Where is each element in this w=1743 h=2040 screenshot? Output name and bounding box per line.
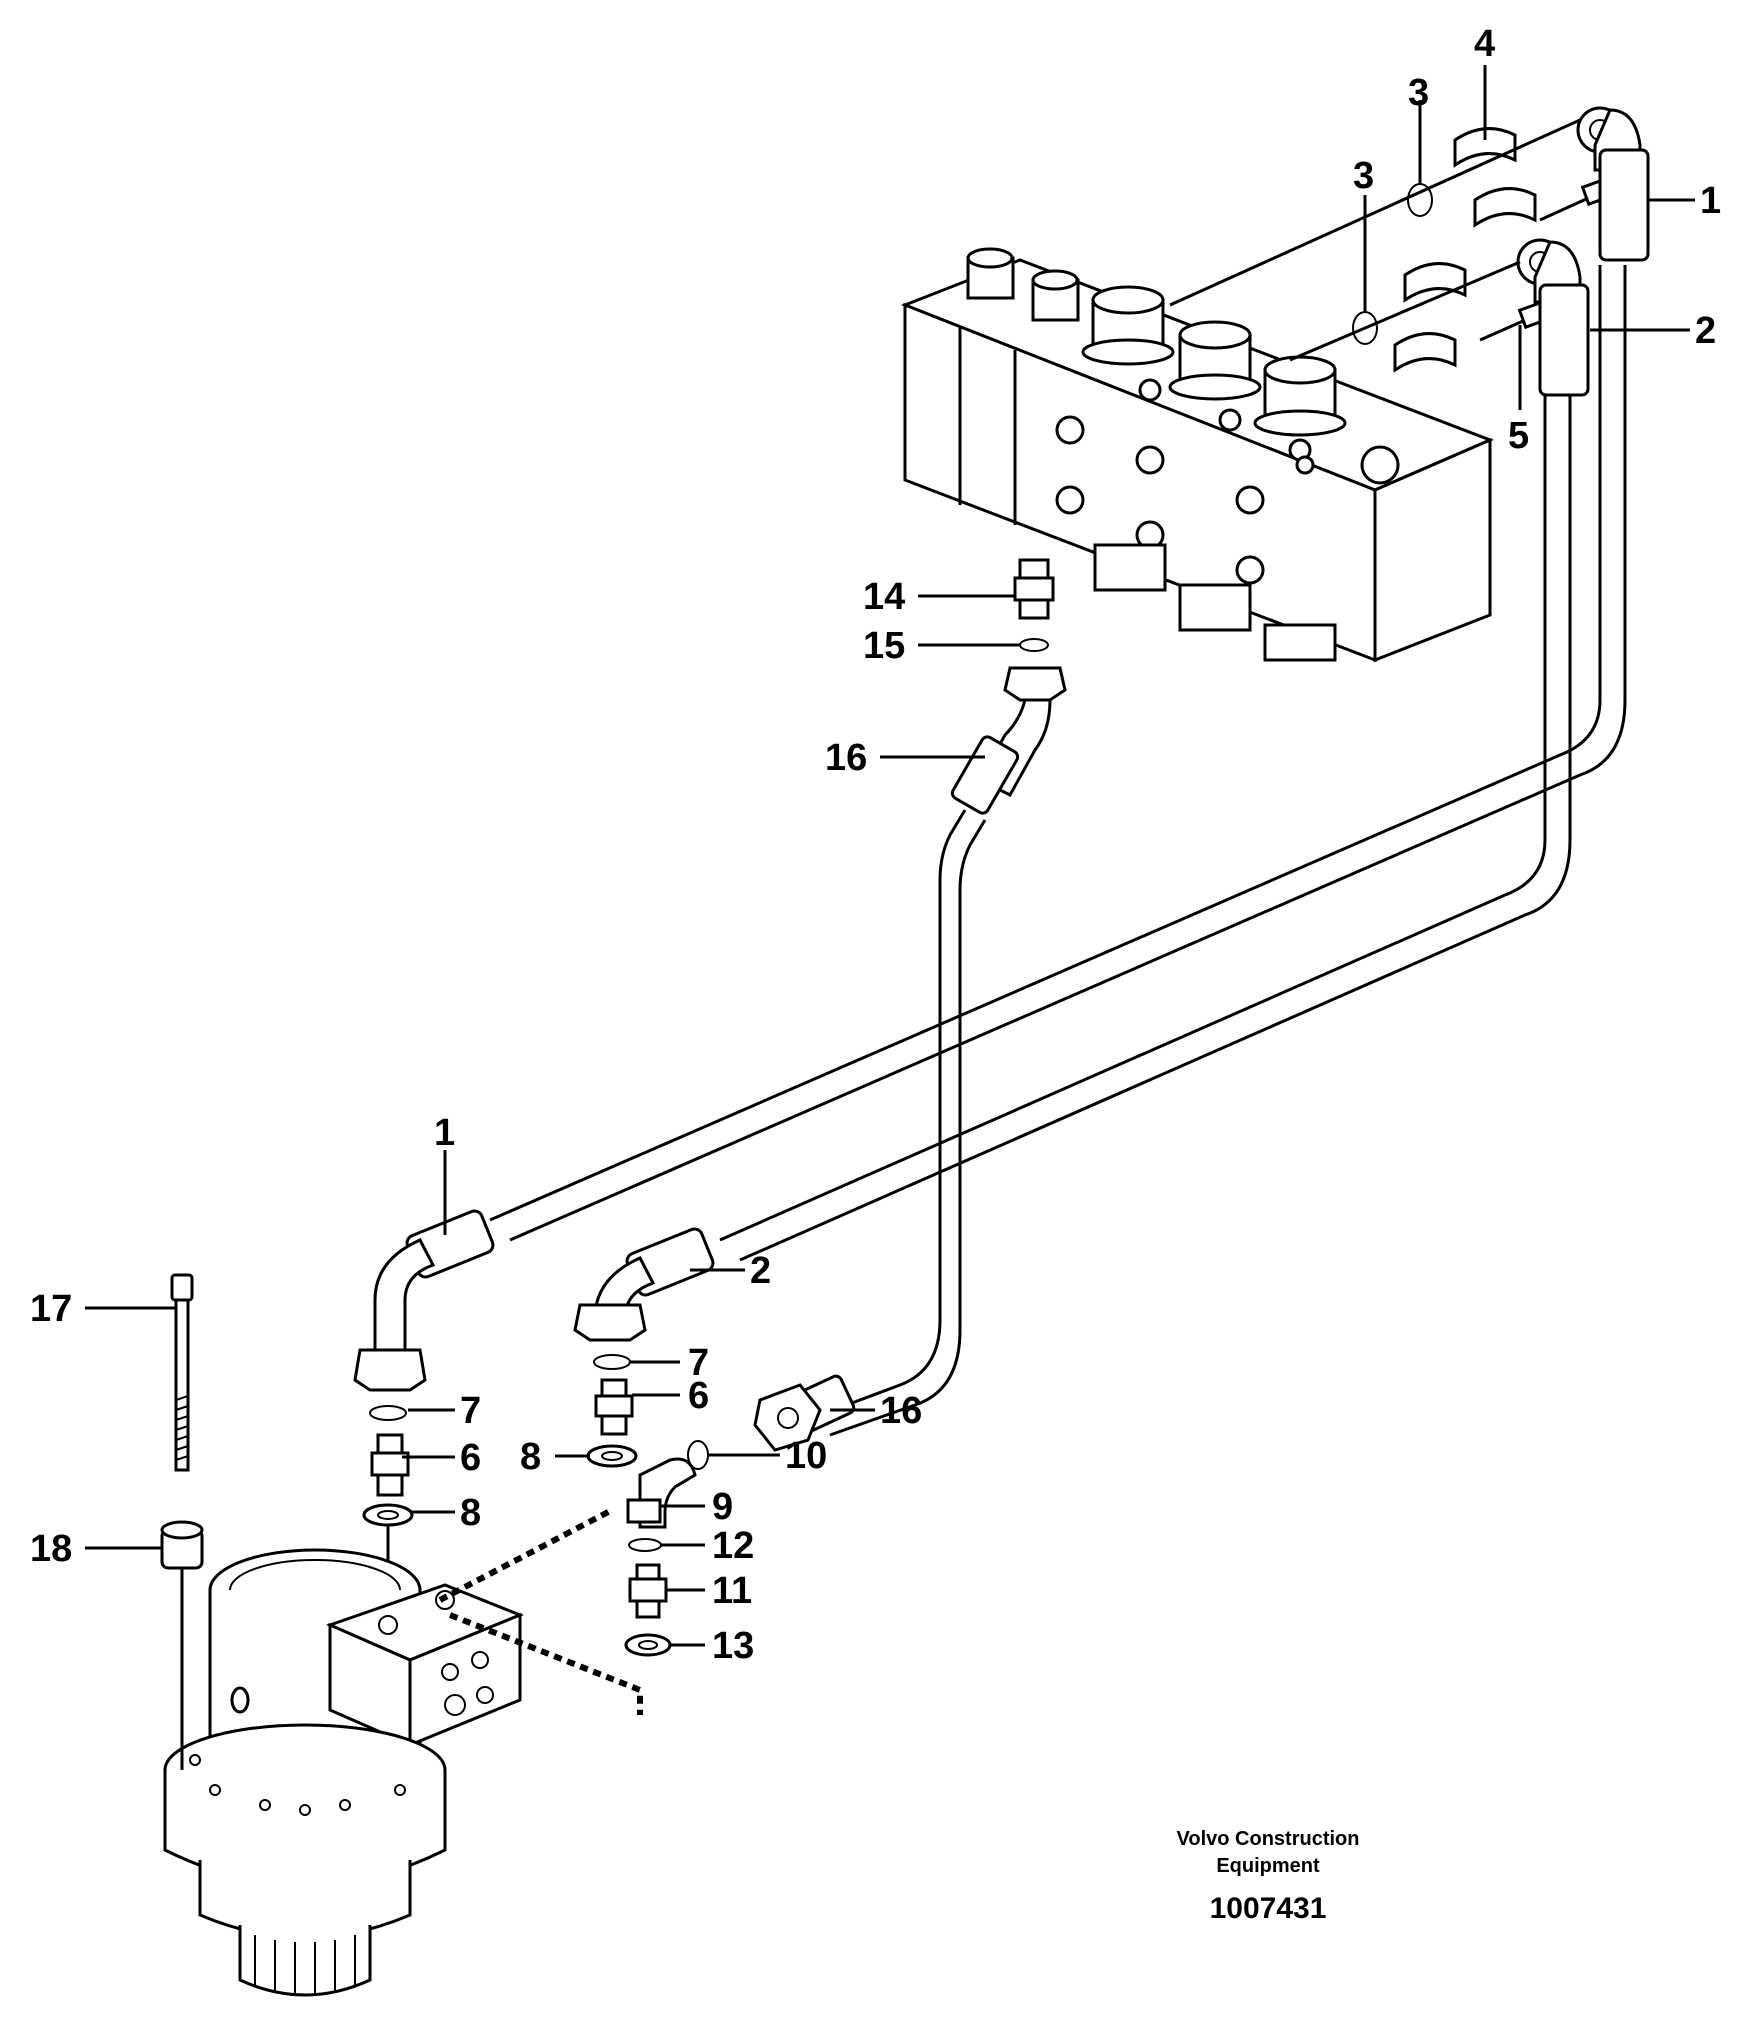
callout-16-bottom: 16 — [880, 1390, 922, 1432]
callout-2-top: 2 — [1695, 310, 1716, 352]
control-valve-block — [900, 247, 1494, 663]
callout-6-left: 6 — [460, 1437, 481, 1479]
manufacturer-line-2: Equipment — [1216, 1855, 1320, 1877]
title-block: Volvo Construction Equipment 1007431 — [1177, 1828, 1360, 1925]
manufacturer-line-1: Volvo Construction — [1177, 1828, 1360, 1850]
callout-1-top: 1 — [1700, 180, 1721, 222]
callout-7-left: 7 — [460, 1390, 481, 1432]
swing-motor — [163, 1507, 643, 1997]
solenoid-caps — [966, 247, 1347, 437]
callout-8-mid: 8 — [520, 1436, 541, 1478]
callout-8-left: 8 — [460, 1492, 481, 1534]
callout-17: 17 — [30, 1288, 72, 1330]
hose-16 — [753, 558, 1067, 1452]
callout-13: 13 — [712, 1625, 754, 1667]
top-flange-parts — [1169, 106, 1650, 397]
callout-7-mid: 7 — [688, 1342, 709, 1384]
hoses-1-2 — [489, 265, 1627, 1262]
callout-18: 18 — [30, 1528, 72, 1570]
drawing-number: 1007431 — [1210, 1892, 1327, 1925]
callout-3-b: 3 — [1353, 155, 1374, 197]
callout-1-bottom: 1 — [434, 1112, 455, 1154]
callout-2-bottom: 2 — [750, 1250, 771, 1292]
lower-hose-2-end — [573, 1227, 715, 1468]
callout-5: 5 — [1508, 415, 1529, 457]
callout-12: 12 — [712, 1525, 754, 1567]
bolt-17-and-spacer-18 — [160, 1273, 204, 1770]
callout-9: 9 — [712, 1486, 733, 1528]
callout-11: 11 — [712, 1570, 752, 1612]
callout-3-a: 3 — [1408, 72, 1429, 114]
callout-4: 4 — [1474, 23, 1495, 65]
leader-lines — [85, 65, 1695, 1647]
callout-16-top: 16 — [825, 737, 867, 779]
callout-labels: 1 2 3 3 4 5 14 15 16 1 2 7 6 8 7 6 8 10 … — [30, 23, 1721, 1667]
center-fittings — [624, 1440, 709, 1657]
callout-10: 10 — [785, 1435, 827, 1477]
callout-14: 14 — [863, 576, 905, 618]
callout-15: 15 — [863, 625, 905, 667]
callout-6-mid: 6 — [688, 1375, 709, 1417]
